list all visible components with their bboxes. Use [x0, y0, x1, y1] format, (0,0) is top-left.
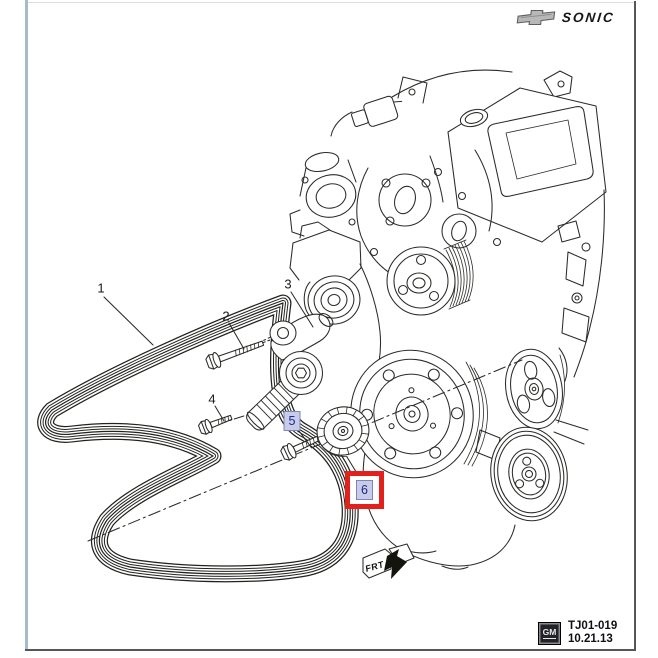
document-footer: GM TJ01-019 10.21.13	[538, 620, 617, 646]
gm-logo: GM	[538, 622, 561, 645]
drive-belt	[37, 294, 359, 583]
page-frame-top	[28, 2, 634, 3]
frt-direction-indicator: FRT	[362, 543, 415, 579]
callout-6[interactable]: 6	[356, 480, 373, 500]
callout-1[interactable]: 1	[97, 280, 105, 296]
callout-2[interactable]: 2	[222, 308, 230, 324]
tensioner-bolt-long	[205, 340, 265, 370]
belt-tensioner	[246, 313, 334, 431]
tensioner-bolt-short	[197, 414, 233, 435]
chevrolet-bowtie-icon	[516, 9, 556, 26]
page-frame-right	[634, 1, 636, 651]
idler-pulley	[316, 406, 370, 457]
frt-label: FRT	[365, 559, 385, 574]
callout-4[interactable]: 4	[208, 391, 216, 407]
red-selection-box[interactable]: 6	[345, 471, 384, 509]
engine-line-art	[289, 69, 607, 570]
callout-3[interactable]: 3	[284, 276, 292, 292]
page-frame-bottom	[25, 649, 636, 651]
brand-header: SONIC	[516, 9, 616, 26]
document-date: 10.21.13	[568, 633, 613, 645]
document-number: TJ01-019	[568, 620, 618, 632]
callout-leader-lines	[103, 291, 359, 476]
page-frame-left	[25, 0, 28, 651]
callout-5[interactable]: 5	[283, 411, 301, 431]
